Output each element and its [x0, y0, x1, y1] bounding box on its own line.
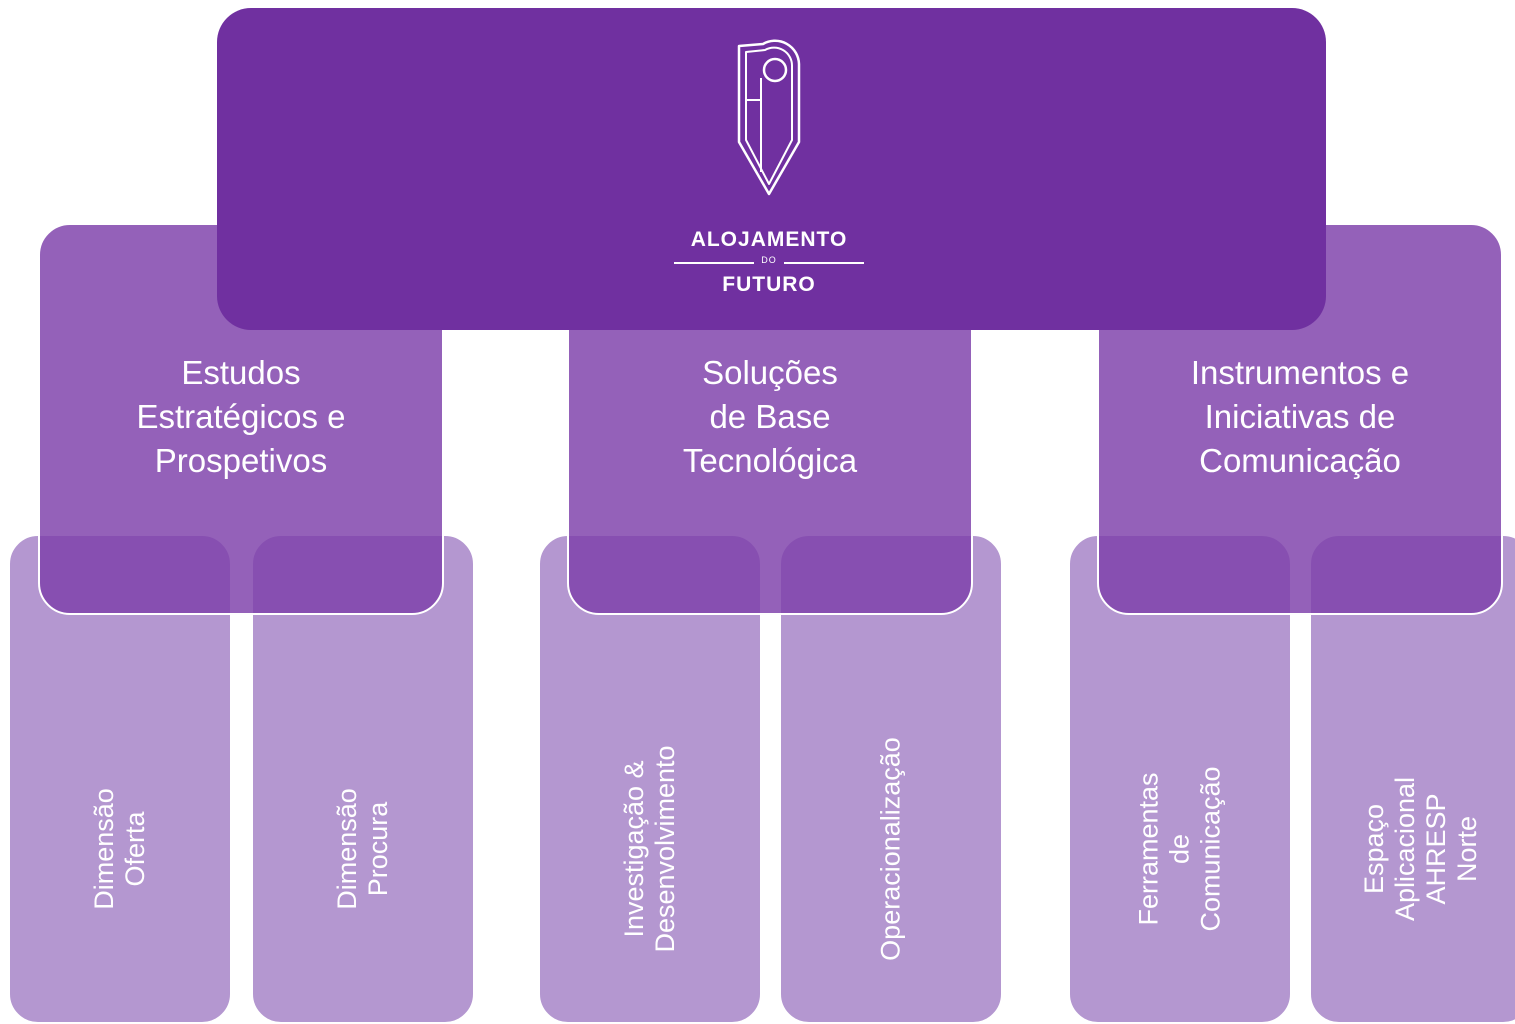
leaf-label: Dimensão Oferta: [89, 788, 150, 911]
brand-logo: ALOJAMENTO DO FUTURO: [669, 22, 869, 312]
leaf-label: Investigação & Desenvolvimento: [619, 745, 680, 954]
brand-line1: ALOJAMENTO: [690, 228, 848, 251]
brand-line2: FUTURO: [722, 273, 816, 296]
leaf-dimensao-procura: Dimensão Procura: [251, 534, 475, 1024]
leaf-espaco-aplicacional: Espaço Aplicacional AHRESP Norte: [1309, 534, 1515, 1024]
brand-rule-left: [674, 262, 754, 264]
category-label: Estudos Estratégicos e Prospetivos: [136, 354, 346, 479]
leaf-label: Ferramentas de Comunicação: [1133, 766, 1226, 933]
category-label: Soluções de Base Tecnológica: [682, 354, 858, 479]
brand-connector: DO: [761, 255, 777, 265]
leaf-label: Operacionalização: [875, 737, 906, 962]
leaf-ferramentas-comunicacao: Ferramentas de Comunicação: [1068, 534, 1292, 1024]
leaf-label: Dimensão Procura: [332, 788, 393, 911]
category-label: Instrumentos e Iniciativas de Comunicaçã…: [1190, 354, 1410, 479]
door-hanger-logo-icon: [737, 39, 801, 196]
brand-rule-right: [784, 262, 864, 264]
leaf-operacionalizacao: Operacionalização: [779, 534, 1003, 1024]
leaf-label: Espaço Aplicacional AHRESP Norte: [1359, 777, 1482, 922]
leaf-dimensao-oferta: Dimensão Oferta: [8, 534, 232, 1024]
header-box: ALOJAMENTO DO FUTURO: [217, 8, 1326, 330]
